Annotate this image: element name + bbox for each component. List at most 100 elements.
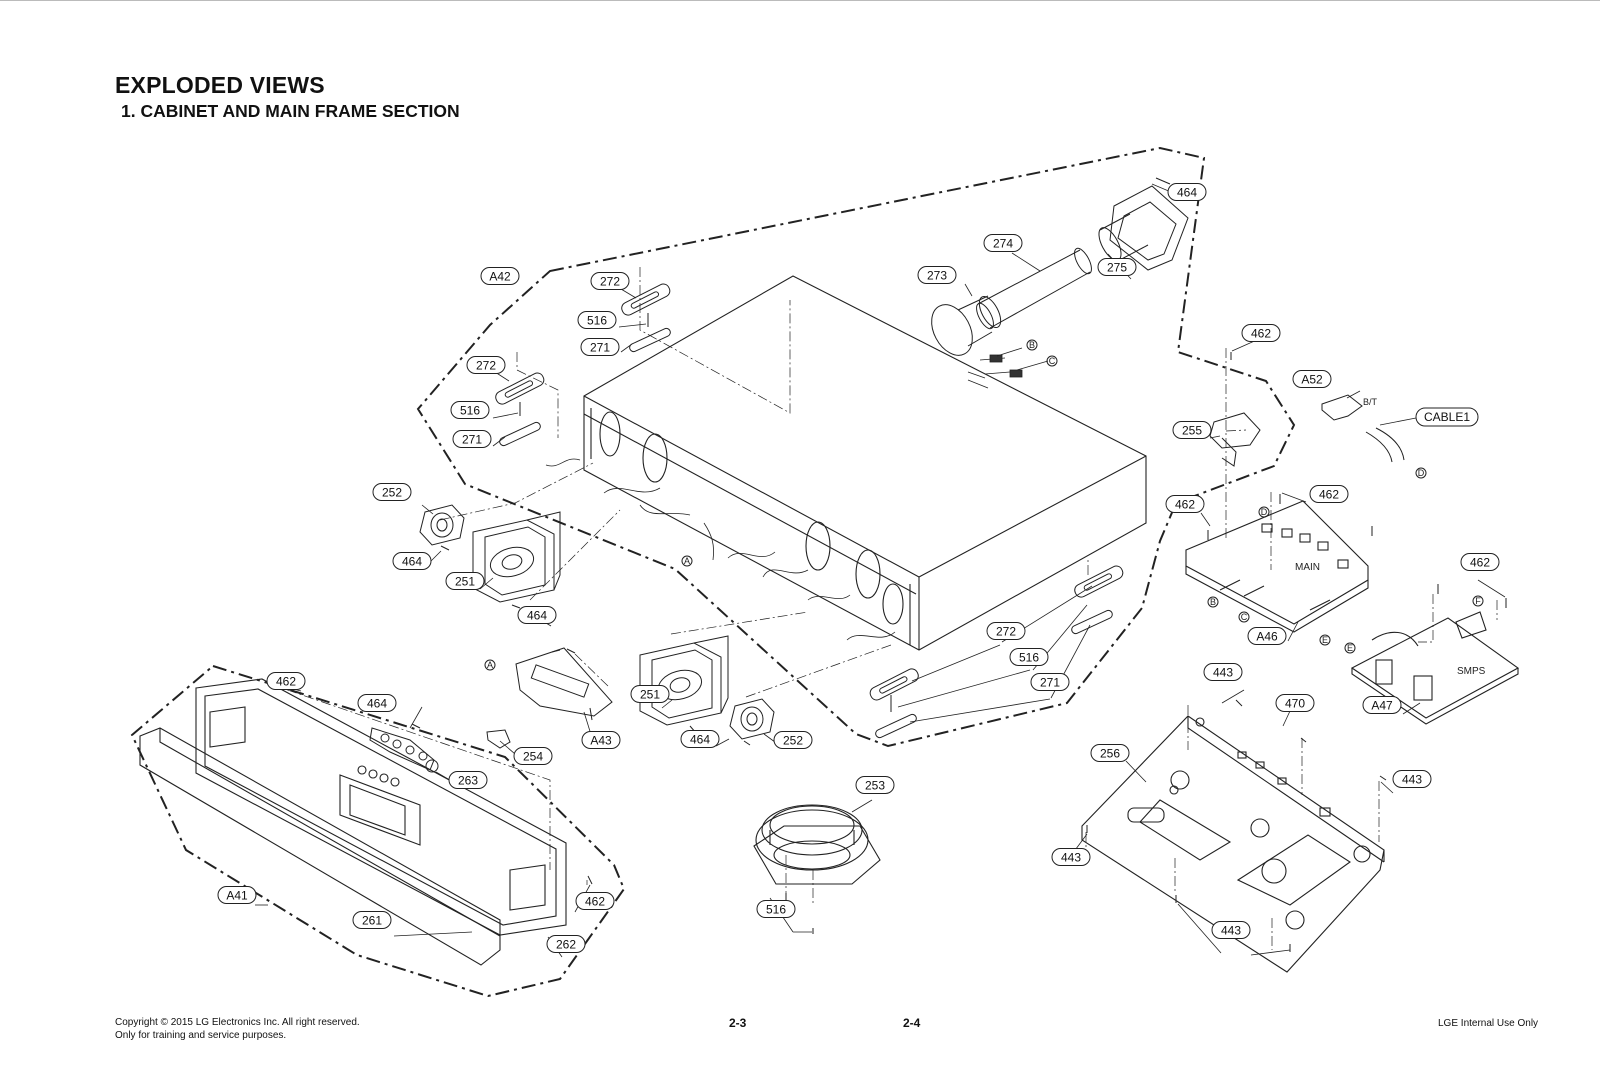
bottom-chassis	[1081, 715, 1385, 973]
callout-464: 464	[357, 694, 397, 712]
callout-label: 443	[1213, 666, 1233, 680]
callout-label: 272	[600, 275, 620, 289]
bracket-254	[486, 729, 511, 749]
connector-letter-a	[484, 555, 693, 671]
callout-label: 271	[1040, 676, 1060, 690]
bt-module	[1321, 394, 1405, 463]
page-number-left: 2-3	[729, 1016, 747, 1030]
key-board-263	[369, 727, 439, 773]
callout-label: 255	[1182, 424, 1202, 438]
callout-464: 464	[1167, 183, 1207, 201]
callout-251: 251	[445, 572, 485, 590]
callout-label: 253	[865, 779, 885, 793]
callout-label: 443	[1221, 924, 1241, 938]
callout-a46: A46	[1247, 627, 1287, 645]
screws	[269, 352, 1507, 952]
callout-462: 462	[1165, 495, 1205, 513]
wire-connectors-top	[967, 347, 1049, 389]
cable-callout: CABLE1	[1415, 407, 1479, 427]
callout-label: 275	[1107, 261, 1127, 275]
callout-label: 464	[367, 697, 387, 711]
tweeter-left	[419, 504, 465, 546]
callout-464: 464	[392, 552, 432, 570]
connector-d2-label: D	[1261, 507, 1268, 517]
callout-label: 462	[1175, 498, 1195, 512]
callout-251: 251	[630, 685, 670, 703]
callout-462: 462	[1309, 485, 1349, 503]
callout-462: 462	[266, 672, 306, 690]
callout-516: 516	[1009, 648, 1049, 666]
callout-a52: A52	[1292, 370, 1332, 388]
connector-letter-d	[1258, 467, 1427, 518]
callout-label: 516	[766, 903, 786, 917]
copyright-notice: Copyright © 2015 LG Electronics Inc. All…	[115, 1016, 360, 1042]
smps-board-label: SMPS	[1457, 666, 1486, 677]
callout-255: 255	[1172, 421, 1212, 439]
upper-section-outline	[416, 146, 1296, 748]
tweeter-right	[729, 698, 775, 740]
internal-use-notice: LGE Internal Use Only	[1438, 1018, 1539, 1029]
callout-516: 516	[450, 401, 490, 419]
callout-label: 271	[590, 341, 610, 355]
cable-label: CABLE1	[1424, 410, 1470, 424]
callout-label: 464	[1177, 186, 1197, 200]
callout-label: 254	[523, 750, 543, 764]
callout-252: 252	[372, 483, 412, 501]
callout-label: A47	[1371, 699, 1393, 713]
callout-label: 263	[458, 774, 478, 788]
callout-462: 462	[1460, 553, 1500, 571]
callout-label: 252	[783, 734, 803, 748]
callout-256: 256	[1090, 744, 1130, 762]
callout-443: 443	[1392, 770, 1432, 788]
connector-a-label: A	[684, 556, 690, 566]
connector-e2-label: E	[1347, 643, 1353, 653]
copyright-line-2: Only for training and service purposes.	[115, 1030, 287, 1041]
callout-label: A52	[1301, 373, 1323, 387]
callout-label: 272	[996, 625, 1016, 639]
main-board-label: MAIN	[1295, 562, 1320, 573]
front-grille-261	[139, 727, 501, 966]
callout-a41: A41	[217, 886, 257, 904]
callout-label: 516	[587, 314, 607, 328]
callout-label: A41	[226, 889, 248, 903]
callout-271: 271	[580, 338, 620, 356]
callout-label: 462	[1470, 556, 1490, 570]
port-tube	[931, 177, 1189, 356]
callout-label: 256	[1100, 747, 1120, 761]
subwoofer-253	[753, 804, 881, 885]
page-number-right: 2-4	[903, 1016, 921, 1030]
display-board-a43	[515, 647, 613, 721]
callout-470: 470	[1275, 694, 1315, 712]
bracket-parts-lower-right	[869, 565, 1124, 739]
internal-wires	[545, 458, 896, 641]
bracket-parts-upper-left	[495, 283, 671, 447]
callout-label: 252	[382, 486, 402, 500]
callout-label: 470	[1285, 697, 1305, 711]
callout-272: 272	[590, 272, 630, 290]
callout-443: 443	[1051, 848, 1091, 866]
callout-label: 516	[460, 404, 480, 418]
callout-274: 274	[983, 234, 1023, 252]
callout-271: 271	[1030, 673, 1070, 691]
callout-443: 443	[1211, 921, 1251, 939]
callout-label: A42	[489, 270, 511, 284]
callout-a43: A43	[581, 731, 621, 749]
callout-label: 462	[1251, 327, 1271, 341]
bt-label: B/T	[1363, 397, 1378, 407]
connector-b-label: B	[1029, 340, 1035, 350]
callout-label: 464	[690, 733, 710, 747]
callout-label: 271	[462, 433, 482, 447]
callout-label: 251	[640, 688, 660, 702]
speaker-unit-right	[639, 635, 729, 726]
callout-272: 272	[986, 622, 1026, 640]
callout-253: 253	[855, 776, 895, 794]
callout-261: 261	[352, 911, 392, 929]
callout-label: 443	[1402, 773, 1422, 787]
connector-e-label: E	[1322, 635, 1328, 645]
connector-letter-e	[1319, 634, 1356, 654]
callout-254: 254	[513, 747, 553, 765]
callout-263: 263	[448, 771, 488, 789]
callout-464: 464	[517, 606, 557, 624]
callout-label: A46	[1256, 630, 1278, 644]
callout-label: 251	[455, 575, 475, 589]
